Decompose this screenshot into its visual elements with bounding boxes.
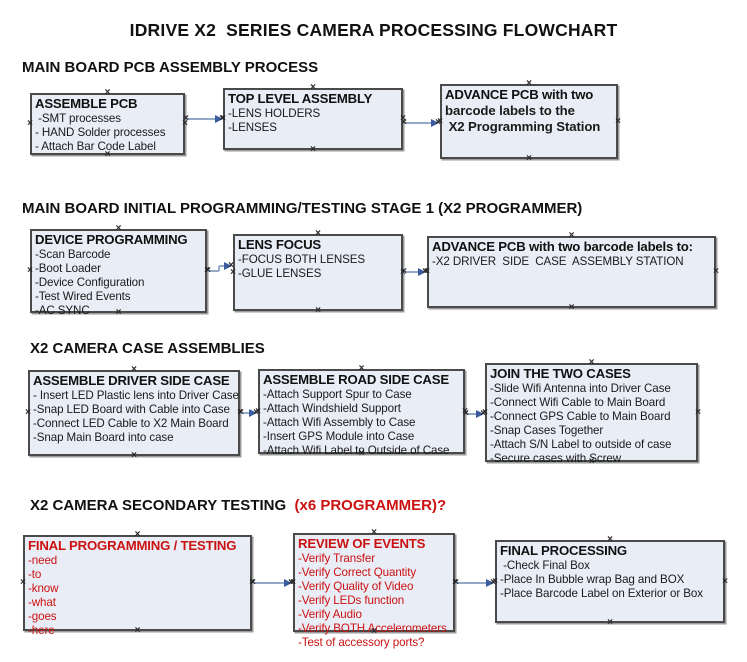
box-step-line: -Device Configuration bbox=[35, 276, 145, 289]
connector-line bbox=[208, 270, 219, 272]
box-step-line: -Insert GPS Module into Case bbox=[263, 430, 415, 443]
connector-arrowhead-icon bbox=[249, 409, 257, 417]
box-step-line: -know bbox=[28, 582, 59, 595]
box-step-line: -Connect Wifi Cable to Main Board bbox=[490, 396, 666, 409]
connector-arrowhead-icon bbox=[486, 579, 494, 587]
section-heading-text: MAIN BOARD INITIAL PROGRAMMING/TESTING S… bbox=[22, 200, 583, 217]
box-step-line: -Snap Cases Together bbox=[490, 424, 604, 437]
section-heading-main-board-initial-programming-testing-stage-1-x2-programmer: MAIN BOARD INITIAL PROGRAMMING/TESTING S… bbox=[22, 200, 582, 217]
box-title: ASSEMBLE DRIVER SIDE CASE bbox=[33, 373, 230, 388]
box-step-line: -Verify Quality of Video bbox=[298, 580, 414, 593]
box-title: LENS FOCUS bbox=[238, 237, 321, 252]
connector-line bbox=[186, 118, 216, 120]
box-title: ADVANCE PCB with two bbox=[445, 87, 594, 102]
flow-box-assemble-driver-side-case: ASSEMBLE DRIVER SIDE CASE- Insert LED Pl… bbox=[28, 370, 240, 456]
section-heading-red-suffix: (x6 PROGRAMMER)? bbox=[290, 497, 447, 514]
box-step-line: -FOCUS BOTH LENSES bbox=[238, 253, 366, 266]
box-step-line: -Verify LEDs function bbox=[298, 594, 405, 607]
box-step-line: -Place Barcode Label on Exterior or Box bbox=[500, 587, 703, 600]
connector-line bbox=[456, 582, 487, 584]
box-step-line: -GLUE LENSES bbox=[238, 267, 322, 280]
box-step-line: -Boot Loader bbox=[35, 262, 101, 275]
box-title: FINAL PROGRAMMING / TESTING bbox=[28, 538, 237, 553]
box-step-line: -Verify Audio bbox=[298, 608, 362, 621]
connector-line bbox=[219, 265, 225, 267]
box-title: DEVICE PROGRAMMING bbox=[35, 232, 188, 247]
connector-arrowhead-icon bbox=[215, 115, 223, 123]
box-step-line: -Snap Main Board into case bbox=[33, 431, 174, 444]
box-step-line: -Attach Wifi Assembly to Case bbox=[263, 416, 416, 429]
box-step-line: -what bbox=[28, 596, 56, 609]
flow-box-assemble-road-side-case: ASSEMBLE ROAD SIDE CASE-Attach Support S… bbox=[258, 369, 465, 457]
connector-arrowhead-icon bbox=[431, 119, 439, 127]
box-step-line: -Slide Wifi Antenna into Driver Case bbox=[490, 382, 671, 395]
page-title: IDRIVE X2 SERIES CAMERA PROCESSING FLOWC… bbox=[129, 20, 618, 40]
connector-arrowhead-icon bbox=[284, 579, 292, 587]
box-title: ADVANCE PCB with two barcode labels to: bbox=[432, 239, 693, 254]
connector-line bbox=[241, 412, 250, 414]
box-step-line: -Connect LED Cable to X2 Main Board bbox=[33, 417, 229, 430]
flow-box-final-processing: FINAL PROCESSING -Check Final Box-Place … bbox=[495, 540, 725, 623]
box-step-line: -need bbox=[28, 554, 58, 567]
box-step-line: -Attach S/N Label to outside of case bbox=[490, 438, 672, 451]
section-heading-text: X2 CAMERA SECONDARY TESTING bbox=[30, 497, 291, 514]
flow-box-top-level-assembly: TOP LEVEL ASSEMBLY-LENS HOLDERS-LENSES bbox=[223, 88, 403, 150]
connector-line bbox=[218, 266, 220, 271]
box-step-line: -to bbox=[28, 568, 42, 581]
box-step-line: -Connect GPS Cable to Main Board bbox=[490, 410, 671, 423]
flow-box-device-programming: DEVICE PROGRAMMING-Scan Barcode-Boot Loa… bbox=[30, 229, 207, 317]
connector-line bbox=[253, 582, 285, 584]
connector-line bbox=[404, 122, 432, 124]
section-heading-main-board-pcb-assembly-process: MAIN BOARD PCB ASSEMBLY PROCESS bbox=[22, 59, 318, 76]
box-step-line: -Attach Support Spur to Case bbox=[263, 388, 412, 401]
box-step-line: -SMT processes bbox=[35, 112, 121, 125]
box-step-line: -Snap LED Board with Cable into Case bbox=[33, 403, 230, 416]
section-heading-x2-camera-secondary-testing: X2 CAMERA SECONDARY TESTING (x6 PROGRAMM… bbox=[30, 497, 446, 514]
box-step-line: - Attach Bar Code Label bbox=[35, 140, 156, 153]
section-heading-text: X2 CAMERA CASE ASSEMBLIES bbox=[30, 340, 265, 357]
box-title: REVIEW OF EVENTS bbox=[298, 536, 426, 551]
box-title: ASSEMBLE ROAD SIDE CASE bbox=[263, 372, 449, 387]
box-title: TOP LEVEL ASSEMBLY bbox=[228, 91, 373, 106]
flow-box-review-of-events: REVIEW OF EVENTS-Verify Transfer-Verify … bbox=[293, 533, 455, 649]
connector-arrowhead-icon bbox=[476, 410, 484, 418]
box-step-line: -Attach Wifi Label to Outside of Case bbox=[263, 444, 450, 457]
flow-box-lens-focus: LENS FOCUS-FOCUS BOTH LENSES-GLUE LENSES bbox=[233, 234, 403, 311]
box-title: ASSEMBLE PCB bbox=[35, 96, 138, 111]
box-step-line: -Attach Windshield Support bbox=[263, 402, 401, 415]
box-step-line: -Place In Bubble wrap Bag and BOX bbox=[500, 573, 685, 586]
connector-arrowhead-icon bbox=[224, 262, 232, 270]
box-step-line: -X2 DRIVER SIDE CASE ASSEMBLY STATION bbox=[432, 255, 684, 268]
box-step-line: - Insert LED Plastic lens into Driver Ca… bbox=[33, 389, 239, 402]
box-step-line: barcode labels to the bbox=[445, 103, 575, 118]
section-heading-x2-camera-case-assemblies: X2 CAMERA CASE ASSEMBLIES bbox=[30, 340, 265, 357]
box-title: JOIN THE TWO CASES bbox=[490, 366, 631, 381]
box-step-line: -Test Wired Events bbox=[35, 290, 131, 303]
box-step-line: -Verify Correct Quantity bbox=[298, 566, 417, 579]
box-step-line: -LENS HOLDERS bbox=[228, 107, 321, 120]
box-step-line: -Test of accessory ports? bbox=[298, 636, 425, 649]
box-step-line: -AC SYNC bbox=[35, 304, 90, 317]
connector-arrowhead-icon bbox=[418, 268, 426, 276]
box-step-line: X2 Programming Station bbox=[445, 119, 601, 134]
box-step-line: -here bbox=[28, 624, 55, 637]
box-step-line: -Check Final Box bbox=[500, 559, 590, 572]
flow-box-advance-pcb-with-two-barcode-labels-to: ADVANCE PCB with two barcode labels to:-… bbox=[427, 236, 716, 308]
box-step-line: -Secure cases with Screw bbox=[490, 452, 621, 465]
box-step-line: -Scan Barcode bbox=[35, 248, 111, 261]
box-step-line: -Verify BOTH Accelerometers bbox=[298, 622, 447, 635]
box-step-line: -Verify Transfer bbox=[298, 552, 376, 565]
flow-box-join-the-two-cases: JOIN THE TWO CASES-Slide Wifi Antenna in… bbox=[485, 363, 698, 465]
box-step-line: - HAND Solder processes bbox=[35, 126, 166, 139]
flow-box-final-programming-testing: FINAL PROGRAMMING / TESTING-need-to-know… bbox=[23, 535, 252, 637]
flow-box-assemble-pcb: ASSEMBLE PCB -SMT processes- HAND Solder… bbox=[30, 93, 185, 155]
section-heading-text: MAIN BOARD PCB ASSEMBLY PROCESS bbox=[22, 59, 319, 76]
box-title: FINAL PROCESSING bbox=[500, 543, 627, 558]
box-step-line: -goes bbox=[28, 610, 57, 623]
box-step-line: -LENSES bbox=[228, 121, 277, 134]
connector-line bbox=[466, 413, 477, 415]
connector-line bbox=[404, 271, 419, 273]
